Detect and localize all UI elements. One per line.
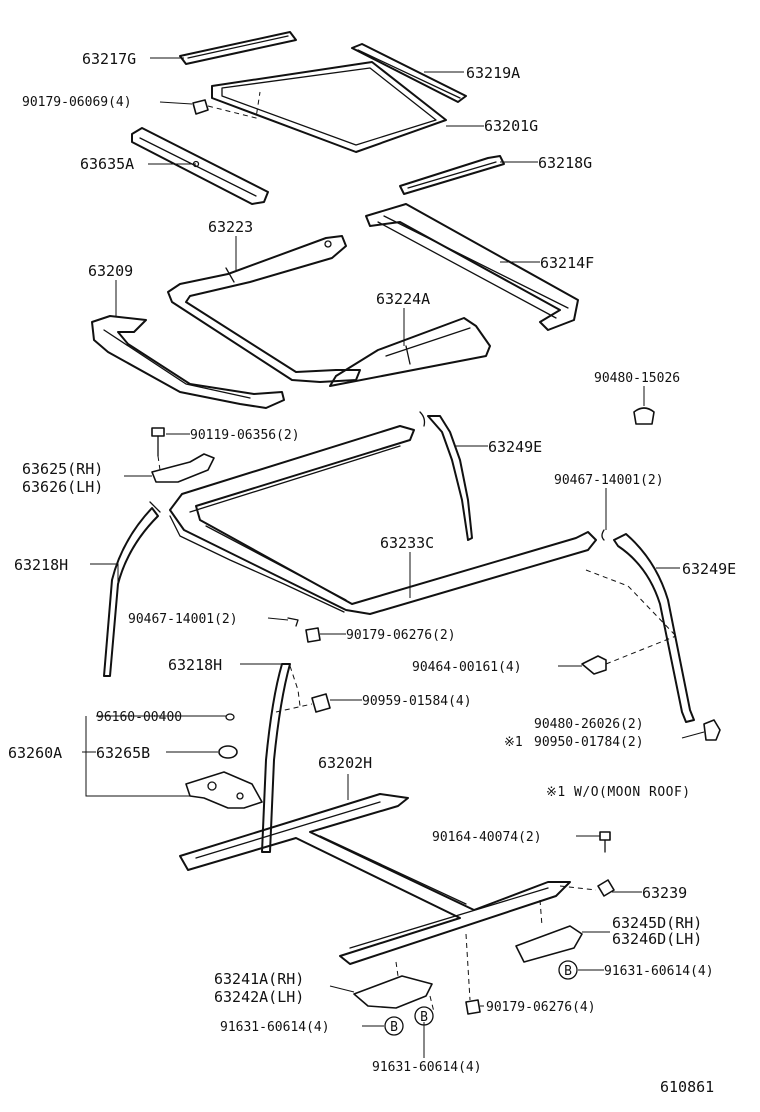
label-63202H: 63202H (318, 754, 372, 772)
label-90467-14001-right: 90467-14001(2) (554, 473, 664, 488)
label-63260A: 63260A (8, 744, 62, 762)
part-63218H-left-drawing (103, 501, 161, 677)
label-90480-15026: 90480-15026 (594, 371, 680, 386)
ref-circle-bottom: B (414, 1006, 434, 1026)
label-63217G: 63217G (82, 50, 136, 68)
label-63626: 63626(LH) (22, 478, 103, 496)
part-96160-00400-drawing (225, 713, 235, 721)
part-63245D-drawing (515, 899, 583, 963)
label-63239: 63239 (642, 884, 687, 902)
label-63265B: 63265B (96, 744, 150, 762)
part-63249E-top-drawing (419, 411, 473, 541)
label-90164-40074: 90164-40074(2) (432, 830, 542, 845)
part-90179-06276-bottom-drawing (465, 933, 481, 1015)
label-63241A: 63241A(RH) (214, 970, 304, 988)
ref-circle-left: B (384, 1016, 404, 1036)
label-63218H-left: 63218H (14, 556, 68, 574)
part-63241A-drawing (353, 961, 435, 1013)
part-63214F-drawing (365, 203, 579, 331)
label-90480-26026: 90480-26026(2) (534, 717, 644, 732)
part-63635A-drawing (131, 127, 269, 205)
label-63245D: 63245D(RH) (612, 914, 702, 932)
part-90959-01584-drawing (275, 693, 331, 713)
part-63265B-drawing (218, 745, 238, 759)
label-96160-00400: 96160-00400 (96, 710, 182, 725)
part-63224A-drawing (329, 317, 491, 387)
part-63223-drawing (167, 235, 361, 383)
ref-b-label: B (564, 964, 572, 979)
part-90464-00161-drawing (581, 569, 677, 675)
label-91631-60614-right: 91631-60614(4) (604, 964, 714, 979)
label-63249E-top: 63249E (488, 438, 542, 456)
label-90179-06069: 90179-06069(4) (22, 95, 132, 110)
ref-b-label: B (420, 1010, 428, 1025)
ref-circle-right: B (558, 960, 578, 980)
label-63224A: 63224A (376, 290, 430, 308)
part-90164-40074-drawing (599, 831, 611, 853)
label-63246D: 63246D(LH) (612, 930, 702, 948)
part-63625-drawing (151, 453, 215, 483)
part-90119-06356-drawing (151, 427, 165, 471)
leader-lines (82, 57, 705, 1058)
label-63233C: 63233C (380, 534, 434, 552)
part-63217G-drawing (179, 31, 297, 65)
part-63260A-drawing (185, 771, 263, 809)
diagram-number: 610861 (660, 1078, 714, 1096)
label-63209: 63209 (88, 262, 133, 280)
ref-b-label: B (390, 1020, 398, 1035)
label-91631-60614-bottom: 91631-60614(4) (372, 1060, 482, 1075)
label-63625: 63625(RH) (22, 460, 103, 478)
label-63218H-mid: 63218H (168, 656, 222, 674)
label-91631-60614-left: 91631-60614(4) (220, 1020, 330, 1035)
part-90480-26026-drawing (703, 719, 721, 741)
label-90464-00161: 90464-00161(4) (412, 660, 522, 675)
part-63201G-drawing (211, 61, 447, 153)
label-90467-14001-left: 90467-14001(2) (128, 612, 238, 627)
part-90467-14001-drawing (287, 617, 299, 627)
label-90950-01784: 90950-01784(2) (534, 735, 644, 750)
label-90959-01584: 90959-01584(4) (362, 694, 472, 709)
part-63239-drawing (559, 879, 615, 897)
part-63202H-drawing (179, 793, 571, 965)
label-63214F: 63214F (540, 254, 594, 272)
label-63219A: 63219A (466, 64, 520, 82)
label-90119-06356: 90119-06356(2) (190, 428, 300, 443)
label-63249E-right: 63249E (682, 560, 736, 578)
part-63218H-mid-drawing (261, 663, 301, 853)
note-without-moon-roof: ※1 W/O(MOON ROOF) (546, 785, 691, 800)
label-63201G: 63201G (484, 117, 538, 135)
part-63233C-drawing (169, 425, 597, 615)
label-63635A: 63635A (80, 155, 134, 173)
part-90179-06276-drawing (305, 627, 321, 643)
label-mark-1: ※1 (504, 735, 523, 750)
label-90179-06276-mid: 90179-06276(2) (346, 628, 456, 643)
part-63219A-drawing (351, 43, 467, 103)
part-63209-drawing (91, 315, 285, 409)
part-90480-15026-drawing (633, 407, 655, 425)
part-63249E-right-drawing (601, 529, 695, 723)
part-90179-06069-drawing (192, 91, 261, 119)
label-63218G: 63218G (538, 154, 592, 172)
part-63218G-drawing (399, 155, 505, 195)
label-63242A: 63242A(LH) (214, 988, 304, 1006)
label-90179-06276-bottom: 90179-06276(4) (486, 1000, 596, 1015)
label-63223: 63223 (208, 218, 253, 236)
